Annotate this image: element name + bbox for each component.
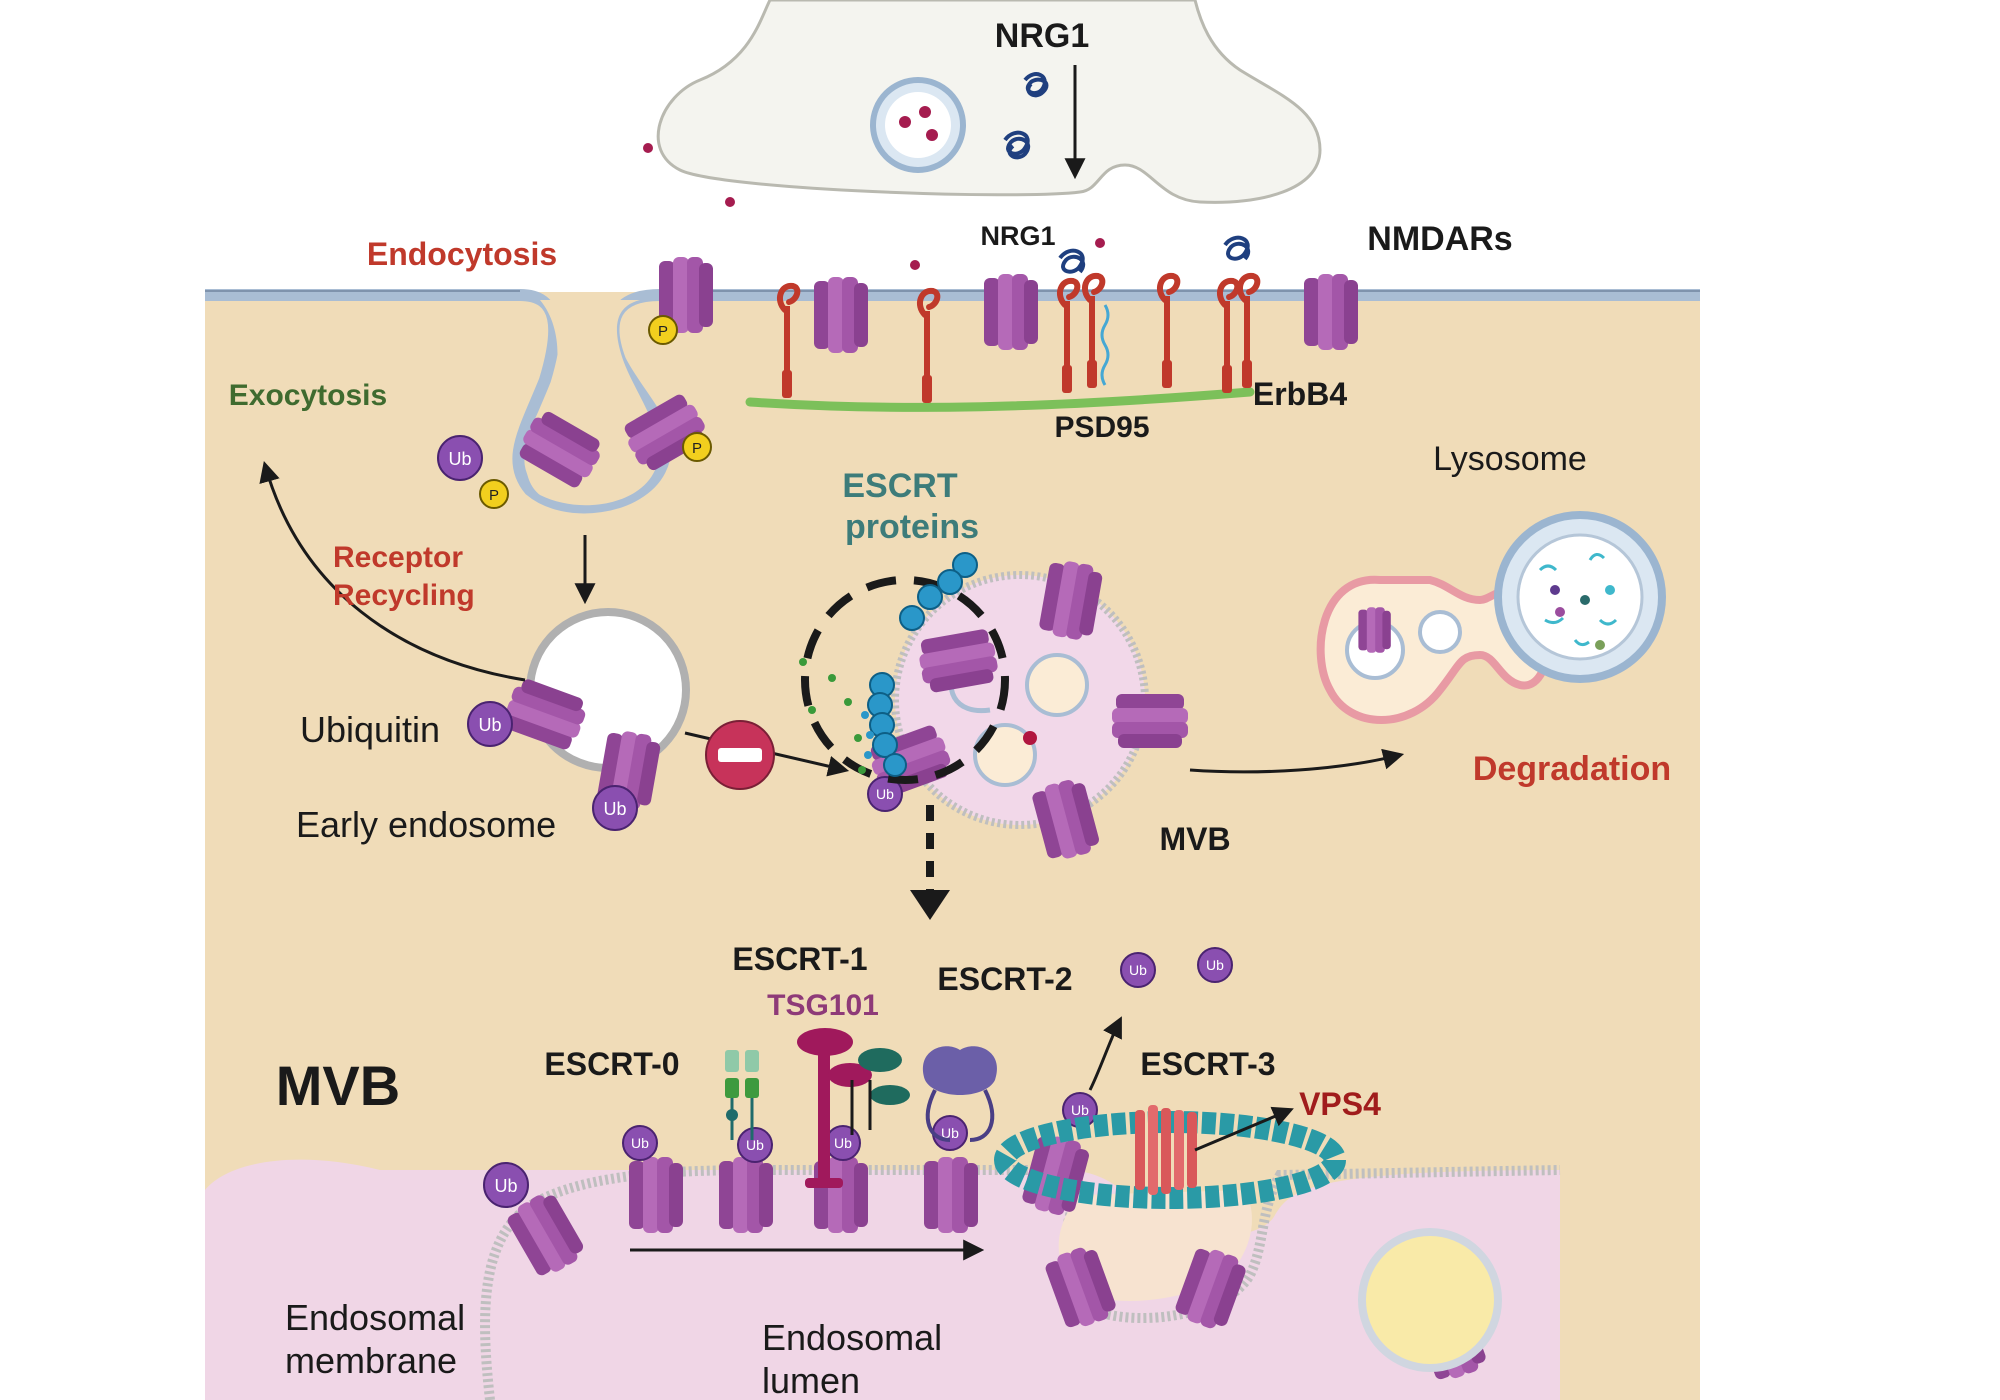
ubiquitin-icon [737, 1127, 773, 1163]
phosphate-icon [479, 479, 509, 509]
degradation-arrow [1189, 748, 1405, 774]
label-nrg1-top: NRG1 [995, 17, 1089, 55]
ubiquitin-icon [483, 1162, 529, 1208]
ubiquitin-icon [1197, 947, 1233, 983]
label-degradation: Degradation [1473, 750, 1671, 788]
label-ubiquitin: Ubiquitin [300, 709, 440, 750]
label-tsg101: TSG101 [767, 989, 879, 1022]
ubiquitin-icon [825, 1125, 861, 1161]
recycling-arrow [259, 460, 526, 682]
label-escrt0: ESCRT-0 [544, 1046, 679, 1082]
label-mvb-big: MVB [276, 1054, 400, 1117]
ub-release-arrow [1088, 1016, 1122, 1091]
label-lysosome: Lysosome [1433, 440, 1587, 478]
label-escrt-proteins-2: proteins [845, 508, 979, 546]
label-escrt1: ESCRT-1 [732, 941, 867, 977]
vps4-complex [1135, 1105, 1197, 1195]
escrt-zoom-circle [801, 576, 1009, 784]
label-receptor: Receptor [333, 541, 463, 574]
escrt-bead-chain [867, 552, 978, 777]
mvb-small [891, 571, 1149, 829]
ubiquitin-icon [932, 1115, 968, 1151]
phosphate-icon [682, 432, 712, 462]
label-nrg1-mid: NRG1 [980, 221, 1055, 251]
ubiquitin-icon [622, 1125, 658, 1161]
label-escrt3: ESCRT-3 [1140, 1046, 1275, 1082]
label-endocytosis: Endocytosis [367, 236, 557, 272]
label-escrt2: ESCRT-2 [937, 961, 1072, 997]
escrt0-complex [725, 1050, 759, 1140]
intraluminal-vesicle [1358, 1228, 1502, 1372]
label-psd95: PSD95 [1054, 411, 1149, 444]
label-vps4: VPS4 [1299, 1086, 1381, 1122]
ubiquitin-icon [467, 701, 513, 747]
psd95-scaffold [745, 387, 1255, 412]
ubiquitin-icon [1120, 952, 1156, 988]
label-mvb-small: MVB [1159, 821, 1230, 857]
label-exocytosis: Exocytosis [229, 379, 387, 412]
nrg1-icon [1003, 72, 1251, 274]
label-endosomal-membrane-2: membrane [285, 1340, 457, 1381]
ubiquitin-icon [592, 785, 638, 831]
escrt1-complex [797, 1028, 910, 1188]
label-endosomal-lumen-1: Endosomal [762, 1317, 942, 1358]
label-recycling: Recycling [333, 579, 475, 612]
escrt2-complex [923, 1046, 997, 1142]
ubiquitin-icon [437, 435, 483, 481]
label-escrt-proteins-1: ESCRT [842, 467, 957, 505]
label-early-endosome: Early endosome [296, 804, 556, 845]
label-endosomal-lumen-2: lumen [762, 1360, 860, 1400]
label-endosomal-membrane-1: Endosomal [285, 1297, 465, 1338]
vps4-arrow [1194, 1106, 1294, 1152]
presynaptic-terminal [656, 0, 1322, 204]
label-erbb4: ErbB4 [1253, 376, 1347, 412]
phosphate-icon [648, 315, 678, 345]
label-nmdars: NMDARs [1367, 220, 1512, 258]
